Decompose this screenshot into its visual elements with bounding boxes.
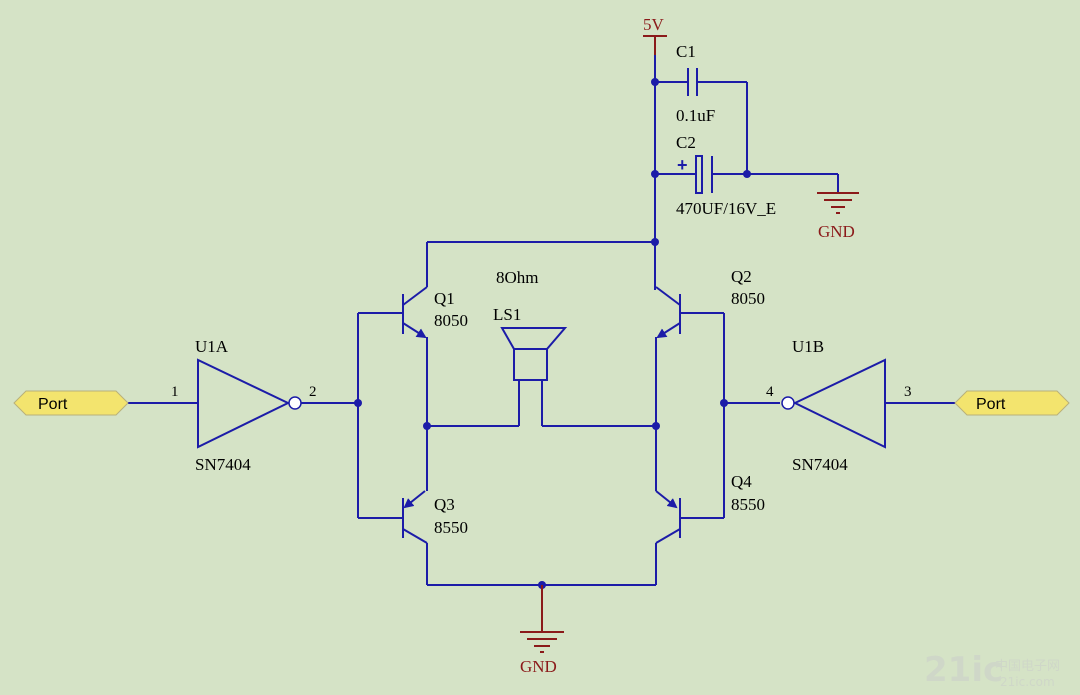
u1a-part: SN7404 (195, 455, 251, 474)
q3-value: 8550 (434, 518, 468, 537)
watermark-cn: 中国电子网 (995, 659, 1060, 674)
q2-ref: Q2 (731, 267, 752, 286)
u1b-pin-out: 4 (766, 384, 774, 400)
q4-value: 8550 (731, 495, 765, 514)
vcc-label: 5V (643, 15, 665, 34)
u1a-pin-out: 2 (309, 384, 317, 400)
q3-ref: Q3 (434, 495, 455, 514)
gnd-bottom-label: GND (520, 657, 557, 676)
inverter-u1b: U1B SN7404 3 4 (766, 337, 955, 474)
transistor-q2: Q2 8050 (654, 267, 765, 426)
c1-value: 0.1uF (676, 106, 715, 125)
u1a-pin-in: 1 (171, 384, 179, 400)
ground-rail (427, 581, 656, 632)
transistor-q3: Q3 8550 (358, 426, 468, 585)
c2-value: 470UF/16V_E (676, 199, 776, 218)
speaker-ref: LS1 (493, 305, 521, 324)
q4-ref: Q4 (731, 472, 752, 491)
left-base-net (318, 313, 362, 518)
gnd-top-label: GND (818, 222, 855, 241)
capacitor-c1: C1 0.1uF (676, 42, 715, 125)
watermark-url: 21ic.com (1000, 675, 1055, 689)
q2-value: 8050 (731, 289, 765, 308)
c2-ref: C2 (676, 133, 696, 152)
speaker-ls1: 8Ohm LS1 (423, 268, 660, 430)
gnd-symbol-top: GND (817, 192, 859, 241)
port-right: Port (954, 390, 1070, 416)
right-base-net (720, 313, 780, 518)
speaker-value: 8Ohm (496, 268, 539, 287)
u1b-ref: U1B (792, 337, 824, 356)
vcc-symbol: 5V (643, 15, 667, 55)
c1-ref: C1 (676, 42, 696, 61)
u1b-pin-in: 3 (904, 384, 912, 400)
port-right-label: Port (976, 396, 1006, 413)
port-left-label: Port (38, 396, 68, 413)
supply-rail (426, 55, 839, 290)
watermark: 21ic 中国电子网 21ic.com (924, 650, 1060, 690)
q1-ref: Q1 (434, 289, 455, 308)
capacitor-c2: C2 + 470UF/16V_E (676, 133, 776, 218)
u1b-part: SN7404 (792, 455, 848, 474)
watermark-logo: 21ic (924, 650, 1003, 690)
port-left: Port (13, 390, 129, 416)
u1a-ref: U1A (195, 337, 229, 356)
transistor-q4: Q4 8550 (655, 426, 765, 585)
transistor-q1: Q1 8050 (358, 284, 468, 426)
c2-polarity-mark: + (677, 155, 688, 175)
q1-value: 8050 (434, 311, 468, 330)
inverter-u1a: U1A SN7404 1 2 (128, 337, 318, 474)
gnd-symbol-bottom: GND (520, 631, 564, 676)
